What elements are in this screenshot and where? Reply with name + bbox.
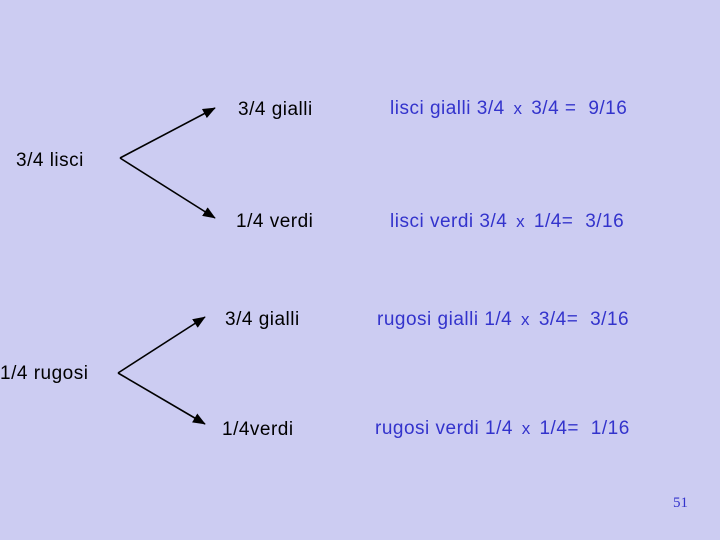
- result-lisci-gialli: lisci gialli 3/4 x 3/4 = 9/16: [390, 98, 627, 120]
- result-factor1: 1/4: [485, 418, 513, 439]
- result-factor2: 3/4=: [538, 309, 579, 330]
- result-factor2: 3/4 =: [531, 98, 577, 119]
- result-factor1: 3/4: [476, 98, 505, 119]
- root-label-rugosi: 1/4 rugosi: [0, 363, 89, 384]
- multiply-icon: x: [521, 310, 531, 329]
- result-name: rugosi gialli: [377, 309, 479, 330]
- result-name: rugosi verdi: [375, 418, 480, 439]
- page-number: 51: [673, 495, 688, 511]
- result-product: 3/16: [585, 211, 625, 232]
- result-factor2: 1/4=: [539, 418, 579, 439]
- result-lisci-verdi: lisci verdi 3/4 x 1/4= 3/16: [390, 211, 624, 233]
- result-product: 1/16: [590, 418, 630, 439]
- result-product: 3/16: [590, 309, 630, 330]
- result-factor1: 1/4: [484, 309, 513, 330]
- root-label-lisci: 3/4 lisci: [16, 150, 84, 171]
- multiply-icon: x: [513, 99, 523, 118]
- branch-label-lisci-gialli: 3/4 gialli: [238, 99, 313, 120]
- result-rugosi-verdi: rugosi verdi 1/4 x 1/4= 1/16: [375, 418, 630, 440]
- multiply-icon: x: [516, 212, 526, 231]
- result-factor2: 1/4=: [533, 211, 574, 232]
- branch-label-rugosi-gialli: 3/4 gialli: [225, 309, 300, 330]
- result-product: 9/16: [588, 98, 628, 119]
- result-factor1: 3/4: [479, 211, 508, 232]
- multiply-icon: x: [521, 419, 531, 438]
- result-name: lisci gialli: [390, 98, 471, 119]
- branch-label-lisci-verdi: 1/4 verdi: [236, 211, 314, 232]
- branch-label-rugosi-verdi: 1/4verdi: [222, 419, 294, 440]
- result-rugosi-gialli: rugosi gialli 1/4 x 3/4= 3/16: [377, 309, 629, 331]
- result-name: lisci verdi: [390, 211, 474, 232]
